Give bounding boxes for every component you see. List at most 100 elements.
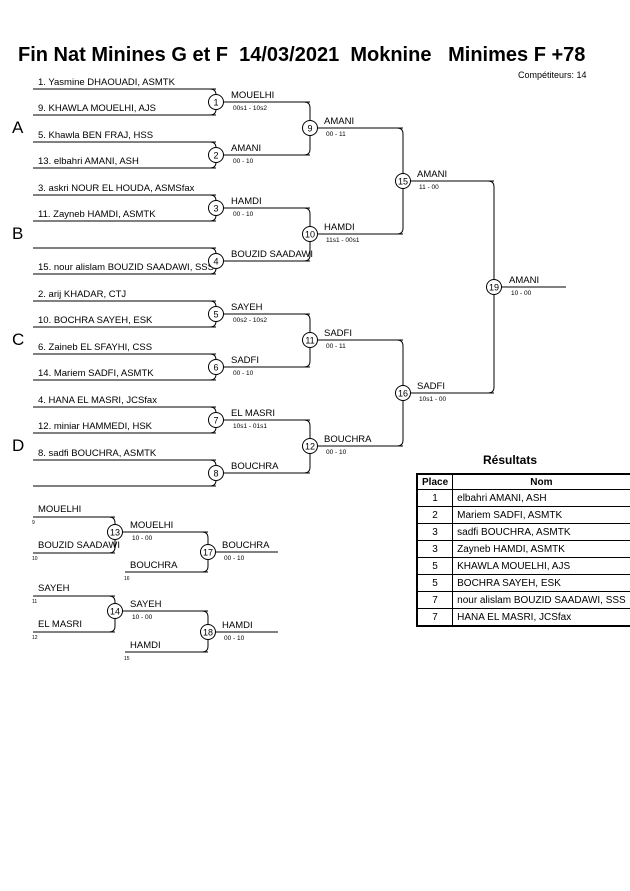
- repechage-ref: 15: [124, 656, 130, 662]
- match-number: 1: [213, 98, 218, 108]
- match-score: 00 - 10: [233, 158, 254, 165]
- match-number: 10: [305, 230, 315, 240]
- entrant-name: 3. askri NOUR EL HOUDA, ASMSfax: [38, 183, 195, 194]
- results-header-name: Nom: [452, 473, 630, 490]
- results-header-place: Place: [416, 473, 454, 490]
- match-number-circle: [395, 173, 411, 189]
- results-name: KHAWLA MOUELHI, AJS: [452, 557, 630, 575]
- match-number: 2: [213, 151, 218, 161]
- entrant-name: 4. HANA EL MASRI, JCSfax: [38, 395, 157, 406]
- match-number-circle: [302, 120, 318, 136]
- entrant-name: 11. Zayneb HAMDI, ASMTK: [38, 209, 156, 220]
- match-number-circle: [107, 603, 123, 619]
- results-place: 2: [416, 506, 454, 524]
- results-name: sadfi BOUCHRA, ASMTK: [452, 523, 630, 541]
- match-number-circle: [208, 306, 224, 322]
- match-number: 15: [398, 177, 408, 187]
- results-place: 5: [416, 574, 454, 592]
- results-name: Mariem SADFI, ASMTK: [452, 506, 630, 524]
- match-number: 17: [203, 548, 213, 558]
- match-score: 00 - 10: [326, 449, 347, 456]
- entrant-name: 5. Khawla BEN FRAJ, HSS: [38, 130, 153, 141]
- results-place: 3: [416, 540, 454, 558]
- entrant-name: 8. sadfi BOUCHRA, ASMTK: [38, 448, 157, 459]
- entrant-name: 6. Zaineb EL SFAYHI, CSS: [38, 342, 152, 353]
- match-winner: AMANI: [417, 169, 447, 180]
- entrant-name: 9. KHAWLA MOUELHI, AJS: [38, 103, 156, 114]
- results-place: 5: [416, 557, 454, 575]
- match-score: 11 - 00: [419, 184, 439, 191]
- match-winner: SADFI: [231, 355, 259, 366]
- results-name: elbahri AMANI, ASH: [452, 489, 630, 507]
- match-winner: BOUZID SAADAWI: [231, 249, 313, 260]
- match-number: 14: [110, 607, 120, 617]
- match-winner: MOUELHI: [231, 90, 274, 101]
- match-winner: HAMDI: [222, 620, 253, 631]
- results-name: nour alislam BOUZID SAADAWI, SSS: [452, 591, 630, 609]
- page-title: Fin Nat Minines G et F 14/03/2021 Moknin…: [18, 44, 586, 66]
- entrant-name: 2. arij KHADAR, CTJ: [38, 289, 126, 300]
- match-winner: SADFI: [324, 328, 352, 339]
- pool-label: C: [12, 330, 24, 349]
- match-winner: EL MASRI: [231, 408, 275, 419]
- repechage-ref: 11: [32, 599, 37, 605]
- entrant-name: 14. Mariem SADFI, ASMTK: [38, 368, 154, 379]
- match-number-circle: [208, 200, 224, 216]
- results-title: Résultats: [483, 453, 538, 467]
- competitor-count: Compétiteurs: 14: [518, 70, 587, 80]
- match-score: 10 - 00: [132, 535, 153, 542]
- repechage-entrant: BOUZID SAADAWI: [38, 540, 120, 551]
- match-score: 10 - 00: [132, 614, 153, 621]
- entrant-name: 12. miniar HAMMEDI, HSK: [38, 421, 153, 432]
- match-number: 18: [203, 628, 213, 638]
- match-winner: AMANI: [231, 143, 261, 154]
- repechage-entrant: MOUELHI: [38, 504, 81, 515]
- match-number-circle: [208, 359, 224, 375]
- match-score: 00 - 11: [326, 131, 346, 138]
- match-number-circle: [208, 412, 224, 428]
- entrant-name: 10. BOCHRA SAYEH, ESK: [38, 315, 153, 326]
- match-number: 13: [110, 528, 120, 538]
- match-winner: SAYEH: [231, 302, 263, 313]
- match-score: 00 - 11: [326, 343, 346, 350]
- results-header-row: Place Nom: [416, 473, 630, 490]
- match-winner: BOUCHRA: [231, 461, 279, 472]
- match-score: 10 - 00: [511, 290, 532, 297]
- repechage-entrant: EL MASRI: [38, 619, 82, 630]
- match-winner: HAMDI: [231, 196, 262, 207]
- match-score: 10s1 - 00: [419, 396, 446, 403]
- match-number-circle: [302, 332, 318, 348]
- match-score: 00s1 - 10s2: [233, 105, 267, 112]
- match-score: 10s1 - 01s1: [233, 423, 267, 430]
- match-number-circle: [208, 465, 224, 481]
- results-name: BOCHRA SAYEH, ESK: [452, 574, 630, 592]
- match-number-circle: [208, 253, 224, 269]
- match-number-circle: [208, 147, 224, 163]
- repechage-ref: 16: [124, 576, 130, 582]
- match-number: 7: [213, 416, 218, 426]
- match-number: 9: [307, 124, 312, 134]
- match-number-circle: [200, 544, 216, 560]
- match-winner: SADFI: [417, 381, 445, 392]
- match-number-circle: [200, 624, 216, 640]
- pool-label: A: [12, 118, 24, 137]
- match-winner: BOUCHRA: [324, 434, 372, 445]
- match-number: 11: [305, 336, 314, 346]
- match-winner: HAMDI: [324, 222, 355, 233]
- repechage-ref: 10: [32, 556, 38, 562]
- match-winner: MOUELHI: [130, 520, 173, 531]
- pool-label: D: [12, 436, 24, 455]
- repechage-bye: HAMDI: [130, 640, 161, 651]
- match-number-circle: [208, 94, 224, 110]
- match-score: 00 - 10: [233, 370, 254, 377]
- match-score: 00 - 10: [224, 555, 245, 562]
- repechage-bye: BOUCHRA: [130, 560, 178, 571]
- match-number: 8: [213, 469, 218, 479]
- results-name: Zayneb HAMDI, ASMTK: [452, 540, 630, 558]
